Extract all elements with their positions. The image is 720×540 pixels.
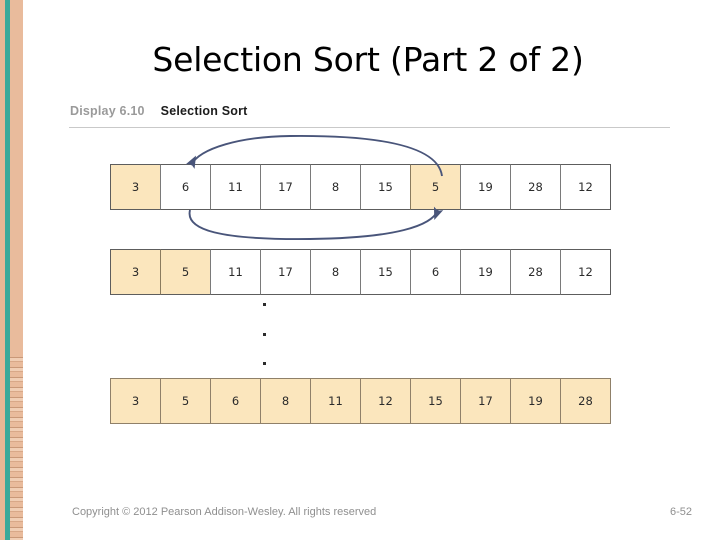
array-cell: 15 (410, 378, 461, 424)
array-cell: 5 (160, 249, 211, 295)
array-cell: 28 (510, 249, 561, 295)
figure-display-title: Selection Sort (160, 104, 248, 118)
array-cell: 3 (110, 378, 161, 424)
array-cell: 11 (310, 378, 361, 424)
array-cell: 6 (210, 378, 261, 424)
page-title: Selection Sort (Part 2 of 2) (152, 40, 584, 79)
array-cell: 11 (210, 249, 261, 295)
strip-texture-stripes (10, 352, 23, 540)
ellipsis-dot (262, 362, 266, 365)
array-cell: 6 (410, 249, 461, 295)
array-cell: 17 (460, 378, 511, 424)
swap-arrow-bottom (188, 206, 444, 240)
array-cell: 12 (560, 249, 611, 295)
array-cell: 8 (310, 249, 361, 295)
caption-divider (69, 127, 670, 128)
array-cell: 12 (360, 378, 411, 424)
footer-copyright: Copyright © 2012 Pearson Addison-Wesley.… (72, 506, 377, 518)
array-cell: 28 (560, 378, 611, 424)
footer-slide-number: 6-52 (669, 506, 692, 518)
array-cell: 19 (460, 164, 511, 210)
array-cell: 19 (460, 249, 511, 295)
array-cell: 17 (260, 164, 311, 210)
ellipsis-dot (262, 332, 266, 336)
array-cell: 5 (160, 378, 211, 424)
array-cell: 17 (260, 249, 311, 295)
array-cell: 11 (210, 164, 261, 210)
ellipsis-dot (262, 303, 266, 306)
array-cell: 5 (410, 164, 461, 210)
array-cell: 8 (260, 378, 311, 424)
array-cell: 3 (110, 164, 161, 210)
array-cell: 8 (310, 164, 361, 210)
array-cell: 6 (160, 164, 211, 210)
array-cell: 19 (510, 378, 561, 424)
array-cell: 15 (360, 249, 411, 295)
figure-caption: Display 6.10 Selection Sort (70, 104, 670, 124)
array-cell: 12 (560, 164, 611, 210)
array-cell: 3 (110, 249, 161, 295)
array-cell: 15 (360, 164, 411, 210)
decorative-left-strip (0, 0, 23, 540)
strip-peach-edge (0, 0, 5, 540)
figure-display-label: Display 6.10 (70, 104, 145, 118)
array-cell: 28 (510, 164, 561, 210)
vertical-ellipsis (258, 303, 270, 365)
strip-teal-line (5, 0, 10, 540)
